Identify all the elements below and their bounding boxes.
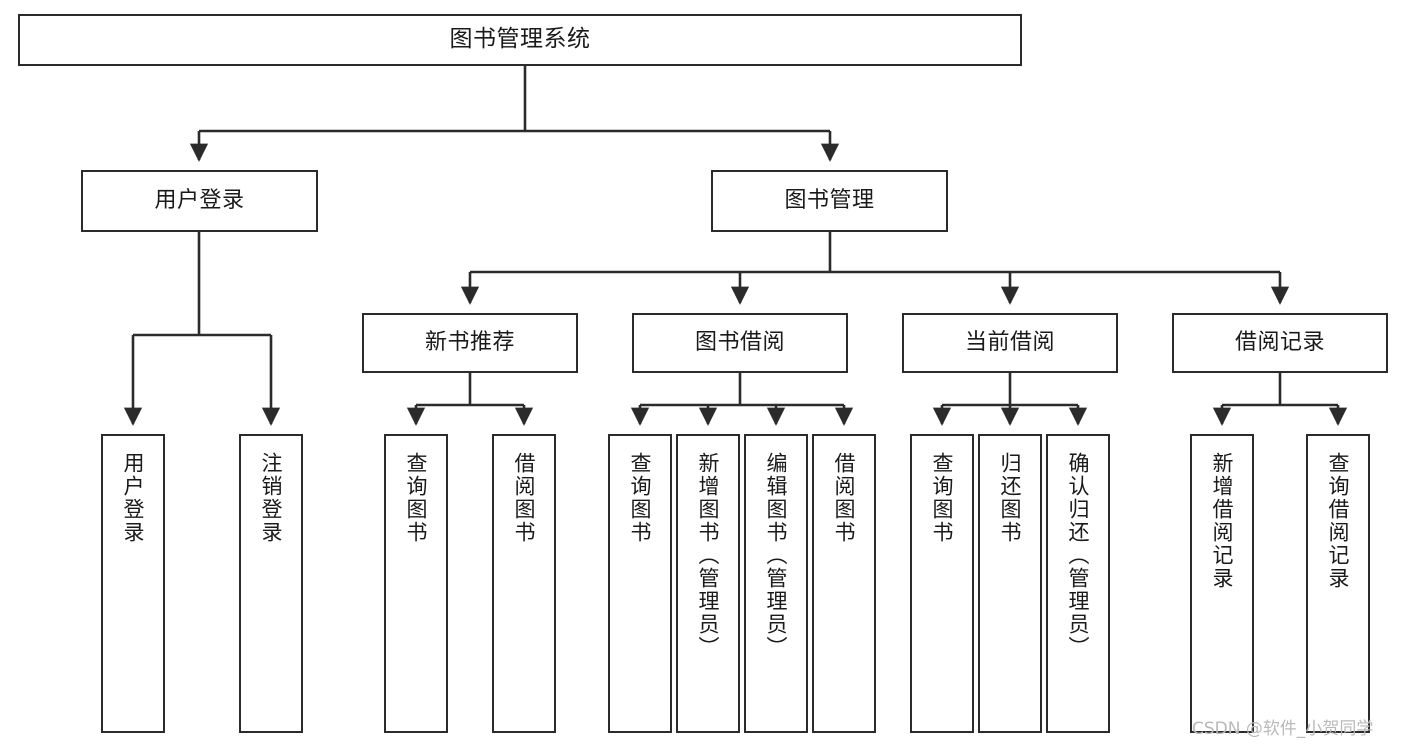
node-leaf-edit-book-label: 编辑图书（管理员）	[764, 452, 789, 659]
node-leaf-query-book-3-label: 查询图书	[930, 452, 955, 544]
node-leaf-borrow-book-2[interactable]: 借阅图书	[812, 434, 876, 733]
node-borrow-record[interactable]: 借阅记录	[1172, 313, 1388, 373]
watermark: CSDN @软件_小贺同学	[1192, 719, 1374, 739]
node-leaf-logout[interactable]: 注销登录	[239, 434, 303, 733]
node-leaf-query-book-3[interactable]: 查询图书	[910, 434, 974, 733]
node-leaf-return-book[interactable]: 归还图书	[978, 434, 1042, 733]
node-leaf-add-book[interactable]: 新增图书（管理员）	[676, 434, 740, 733]
node-current-borrow[interactable]: 当前借阅	[902, 313, 1118, 373]
node-leaf-user-login-label: 用户登录	[121, 452, 146, 544]
node-leaf-borrow-book-1[interactable]: 借阅图书	[492, 434, 556, 733]
node-leaf-borrow-book-1-label: 借阅图书	[512, 452, 537, 544]
node-new-book-recommend-label: 新书推荐	[424, 329, 515, 355]
node-leaf-query-book-1[interactable]: 查询图书	[384, 434, 448, 733]
node-current-borrow-label: 当前借阅	[964, 329, 1055, 355]
node-leaf-query-book-2-label: 查询图书	[628, 452, 653, 544]
node-leaf-borrow-book-2-label: 借阅图书	[832, 452, 857, 544]
node-book-borrow-label: 图书借阅	[694, 329, 785, 355]
node-leaf-add-book-label: 新增图书（管理员）	[696, 452, 721, 659]
node-leaf-query-record-label: 查询借阅记录	[1326, 452, 1351, 590]
node-borrow-record-label: 借阅记录	[1234, 329, 1325, 355]
node-book-manage[interactable]: 图书管理	[711, 170, 948, 232]
node-root-label: 图书管理系统	[449, 26, 591, 53]
node-leaf-add-record[interactable]: 新增借阅记录	[1190, 434, 1254, 733]
node-leaf-edit-book[interactable]: 编辑图书（管理员）	[744, 434, 808, 733]
node-book-borrow[interactable]: 图书借阅	[632, 313, 848, 373]
node-user-login-label: 用户登录	[154, 187, 245, 213]
node-user-login[interactable]: 用户登录	[81, 170, 318, 232]
node-leaf-query-record[interactable]: 查询借阅记录	[1306, 434, 1370, 733]
node-leaf-add-record-label: 新增借阅记录	[1210, 452, 1235, 590]
node-leaf-confirm-return[interactable]: 确认归还（管理员）	[1046, 434, 1110, 733]
node-root[interactable]: 图书管理系统	[18, 14, 1022, 66]
node-book-manage-label: 图书管理	[784, 187, 875, 213]
node-leaf-query-book-1-label: 查询图书	[404, 452, 429, 544]
node-new-book-recommend[interactable]: 新书推荐	[362, 313, 578, 373]
node-leaf-confirm-return-label: 确认归还（管理员）	[1066, 452, 1091, 659]
node-leaf-query-book-2[interactable]: 查询图书	[608, 434, 672, 733]
node-leaf-logout-label: 注销登录	[259, 452, 284, 544]
node-leaf-return-book-label: 归还图书	[998, 452, 1023, 544]
node-leaf-user-login[interactable]: 用户登录	[101, 434, 165, 733]
